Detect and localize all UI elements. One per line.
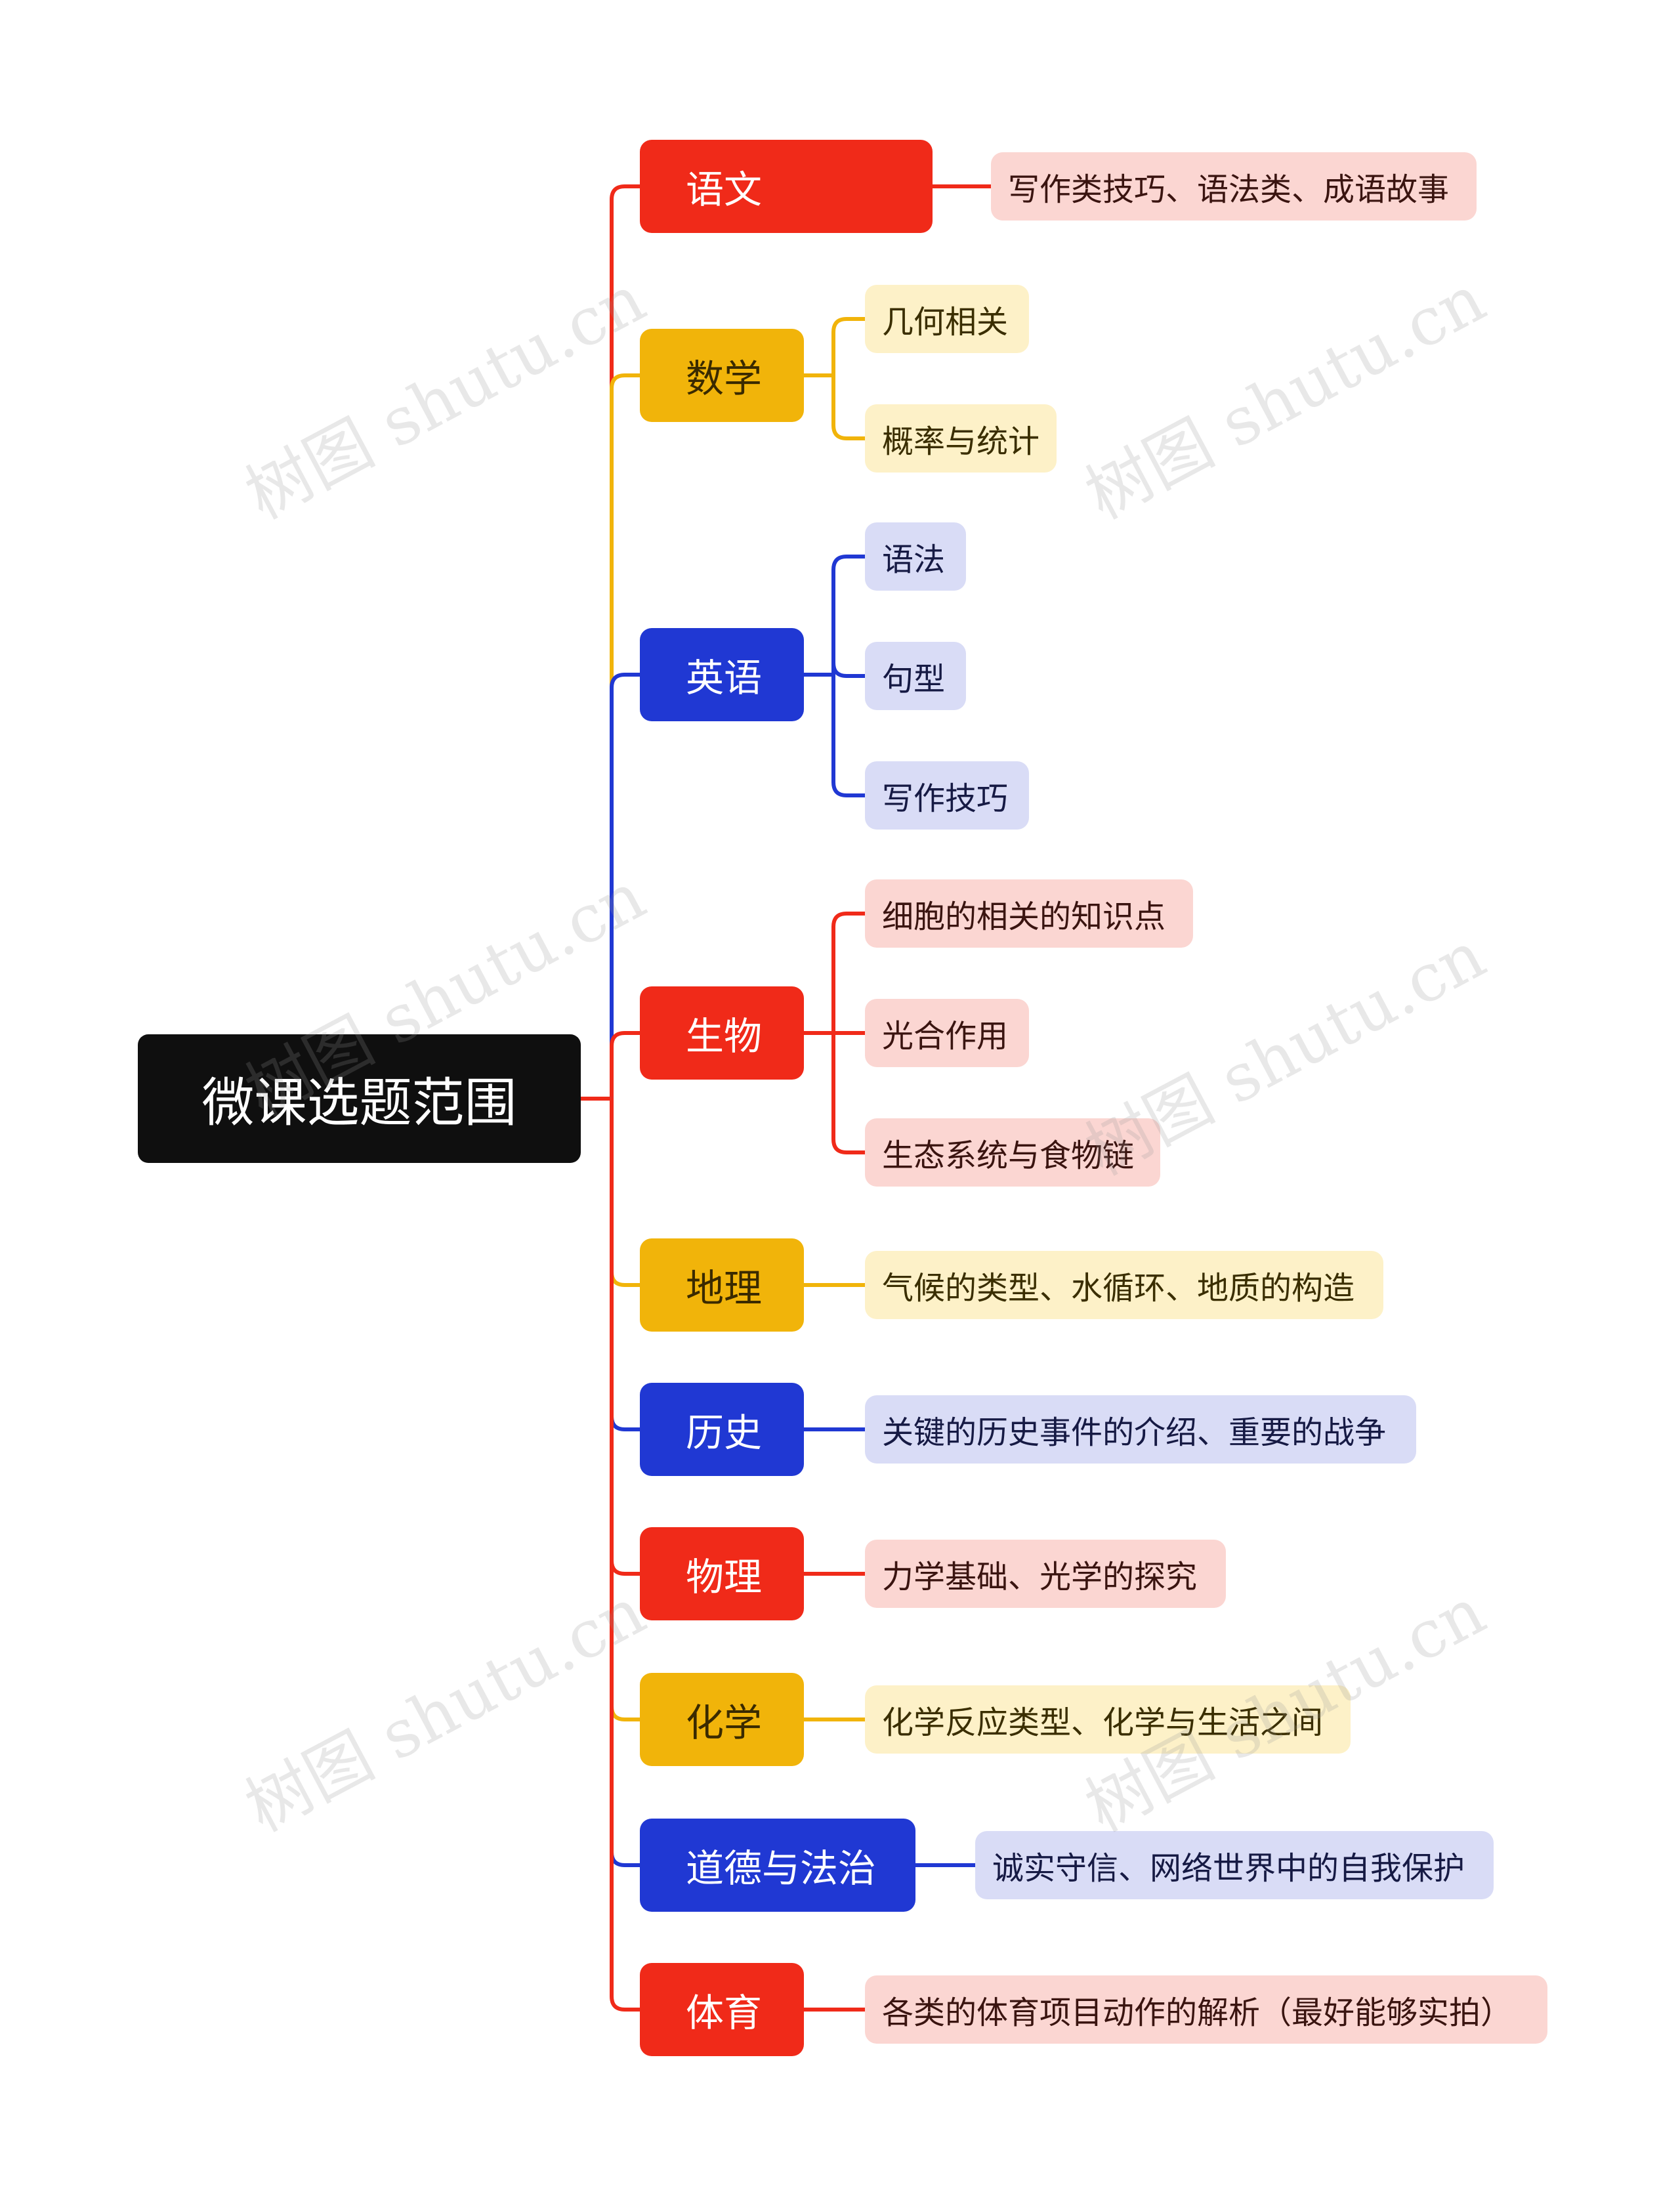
branch-connector-8 xyxy=(610,1097,642,1867)
leaf-node-3-0[interactable]: 细胞的相关的知识点 xyxy=(865,879,1193,948)
leaf-node-3-1[interactable]: 光合作用 xyxy=(865,999,1029,1067)
branch-node-0[interactable]: 语文 xyxy=(640,140,933,233)
branch-connector-2 xyxy=(610,673,642,1101)
leaf-connector-1-1 xyxy=(802,373,867,440)
branch-connector-7 xyxy=(610,1097,642,1721)
branch-node-2[interactable]: 英语 xyxy=(640,628,804,721)
branch-node-8[interactable]: 道德与法治 xyxy=(640,1819,915,1912)
leaf-connector-1-0 xyxy=(802,317,867,377)
leaf-node-8-0[interactable]: 诚实守信、网络世界中的自我保护 xyxy=(975,1831,1494,1899)
leaf-node-2-2[interactable]: 写作技巧 xyxy=(865,761,1029,830)
leaf-node-2-0[interactable]: 语法 xyxy=(865,522,966,591)
leaf-node-1-0[interactable]: 几何相关 xyxy=(865,285,1029,353)
leaf-node-0-0[interactable]: 写作类技巧、语法类、成语故事 xyxy=(991,152,1477,221)
leaf-connector-2-0 xyxy=(802,555,867,677)
branch-connector-4 xyxy=(610,1097,642,1287)
branch-node-1[interactable]: 数学 xyxy=(640,329,804,422)
leaf-connector-3-0 xyxy=(802,912,867,1035)
branch-node-4[interactable]: 地理 xyxy=(640,1238,804,1332)
branch-node-6[interactable]: 物理 xyxy=(640,1527,804,1620)
leaf-node-6-0[interactable]: 力学基础、光学的探究 xyxy=(865,1540,1226,1608)
leaf-node-7-0[interactable]: 化学反应类型、化学与生活之间 xyxy=(865,1685,1351,1754)
leaf-node-5-0[interactable]: 关键的历史事件的介绍、重要的战争 xyxy=(865,1395,1416,1464)
leaf-node-2-1[interactable]: 句型 xyxy=(865,642,966,710)
leaf-node-9-0[interactable]: 各类的体育项目动作的解析（最好能够实拍） xyxy=(865,1975,1547,2044)
branch-connector-0 xyxy=(610,184,642,1101)
branch-node-9[interactable]: 体育 xyxy=(640,1963,804,2056)
branch-node-5[interactable]: 历史 xyxy=(640,1383,804,1476)
branch-connector-3 xyxy=(610,1031,642,1101)
leaf-node-1-1[interactable]: 概率与统计 xyxy=(865,404,1057,473)
leaf-connector-2-2 xyxy=(802,673,867,797)
branch-connector-6 xyxy=(610,1097,642,1576)
branch-connector-1 xyxy=(610,373,642,1101)
leaf-connector-3-2 xyxy=(802,1031,867,1154)
branch-node-7[interactable]: 化学 xyxy=(640,1673,804,1766)
branch-node-3[interactable]: 生物 xyxy=(640,986,804,1080)
branch-connector-9 xyxy=(610,1097,642,2012)
leaf-node-3-2[interactable]: 生态系统与食物链 xyxy=(865,1118,1160,1187)
branch-connector-5 xyxy=(610,1097,642,1431)
leaf-node-4-0[interactable]: 气候的类型、水循环、地质的构造 xyxy=(865,1251,1383,1319)
leaf-connector-2-1 xyxy=(802,662,867,678)
root-node[interactable]: 微课选题范围 xyxy=(138,1034,581,1163)
